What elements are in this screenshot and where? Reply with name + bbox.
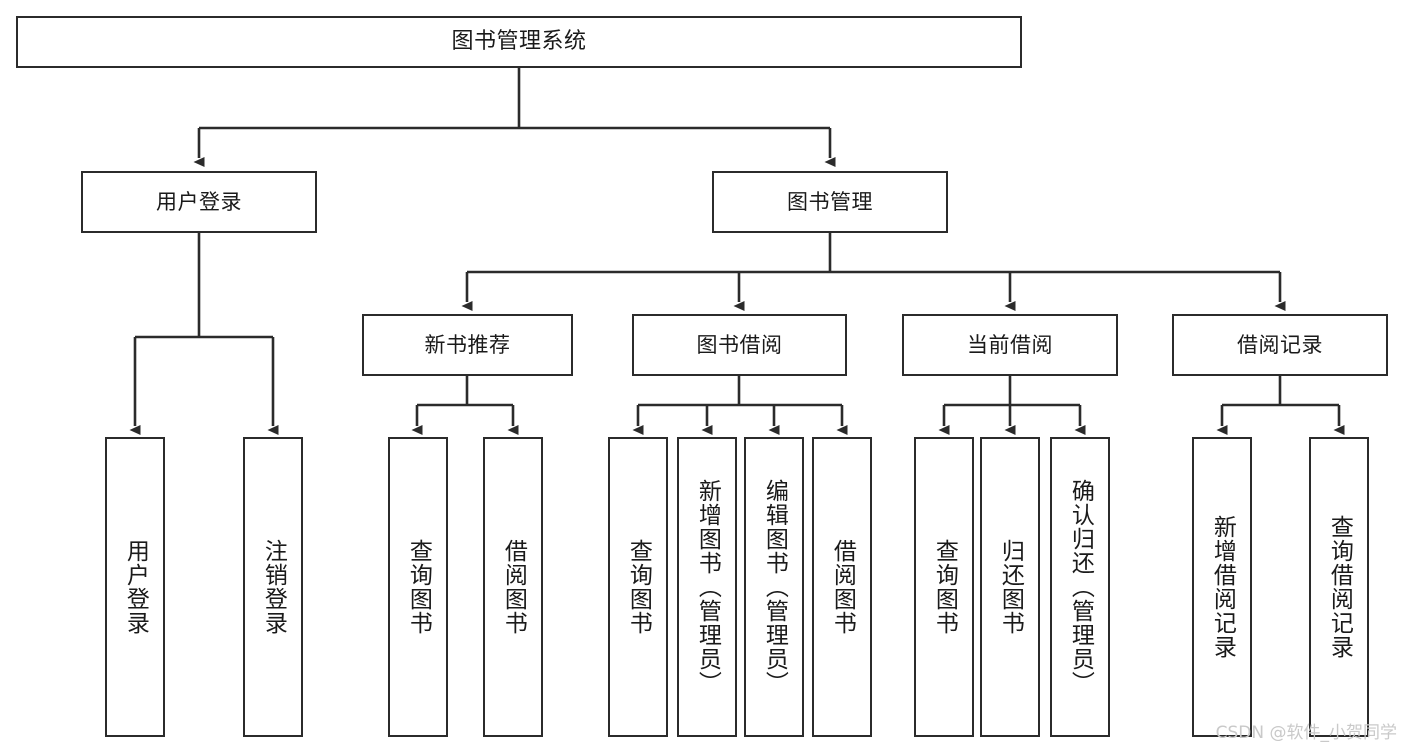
node-leaf-query-book-borrow[interactable]: 查询图书 [608,437,668,737]
node-root-system[interactable]: 图书管理系统 [16,16,1022,68]
node-leaf-user-login[interactable]: 用户登录 [105,437,165,737]
node-label: 查询图书 [931,539,958,635]
node-label: 归还图书 [997,539,1024,635]
node-label: 新增图书（管理员） [694,479,721,695]
node-leaf-query-borrow-record[interactable]: 查询借阅记录 [1309,437,1369,737]
node-leaf-query-book-recommend[interactable]: 查询图书 [388,437,448,737]
node-label: 查询图书 [405,539,432,635]
node-label: 借阅图书 [829,539,856,635]
node-current-borrow[interactable]: 当前借阅 [902,314,1118,376]
node-leaf-logout[interactable]: 注销登录 [243,437,303,737]
node-user-login[interactable]: 用户登录 [81,171,317,233]
node-label: 图书借阅 [696,332,783,357]
node-leaf-return-book[interactable]: 归还图书 [980,437,1040,737]
node-book-management[interactable]: 图书管理 [712,171,948,233]
node-label: 确认归还（管理员） [1067,479,1094,695]
node-borrow-record[interactable]: 借阅记录 [1172,314,1388,376]
node-label: 注销登录 [260,539,287,635]
node-label: 借阅记录 [1237,332,1323,357]
node-label: 查询图书 [625,539,652,635]
node-leaf-add-borrow-record[interactable]: 新增借阅记录 [1192,437,1252,737]
node-label: 用户登录 [156,189,242,214]
node-label: 新书推荐 [424,332,511,357]
node-label: 图书管理 [787,189,873,214]
node-label: 当前借阅 [967,332,1053,357]
node-leaf-add-book-admin[interactable]: 新增图书（管理员） [677,437,737,737]
node-label: 图书管理系统 [451,29,587,55]
node-label: 编辑图书（管理员） [761,479,788,695]
node-label: 新增借阅记录 [1209,515,1236,659]
node-label: 查询借阅记录 [1326,515,1353,659]
node-label: 借阅图书 [500,539,527,635]
node-book-borrow[interactable]: 图书借阅 [632,314,847,376]
node-leaf-query-book-current[interactable]: 查询图书 [914,437,974,737]
node-leaf-borrow-book-recommend[interactable]: 借阅图书 [483,437,543,737]
csdn-watermark: CSDN @软件_小贺同学 [1215,723,1397,743]
node-new-book-recommend[interactable]: 新书推荐 [362,314,573,376]
node-leaf-edit-book-admin[interactable]: 编辑图书（管理员） [744,437,804,737]
node-leaf-borrow-book[interactable]: 借阅图书 [812,437,872,737]
node-label: 用户登录 [122,539,149,635]
node-leaf-confirm-return-admin[interactable]: 确认归还（管理员） [1050,437,1110,737]
